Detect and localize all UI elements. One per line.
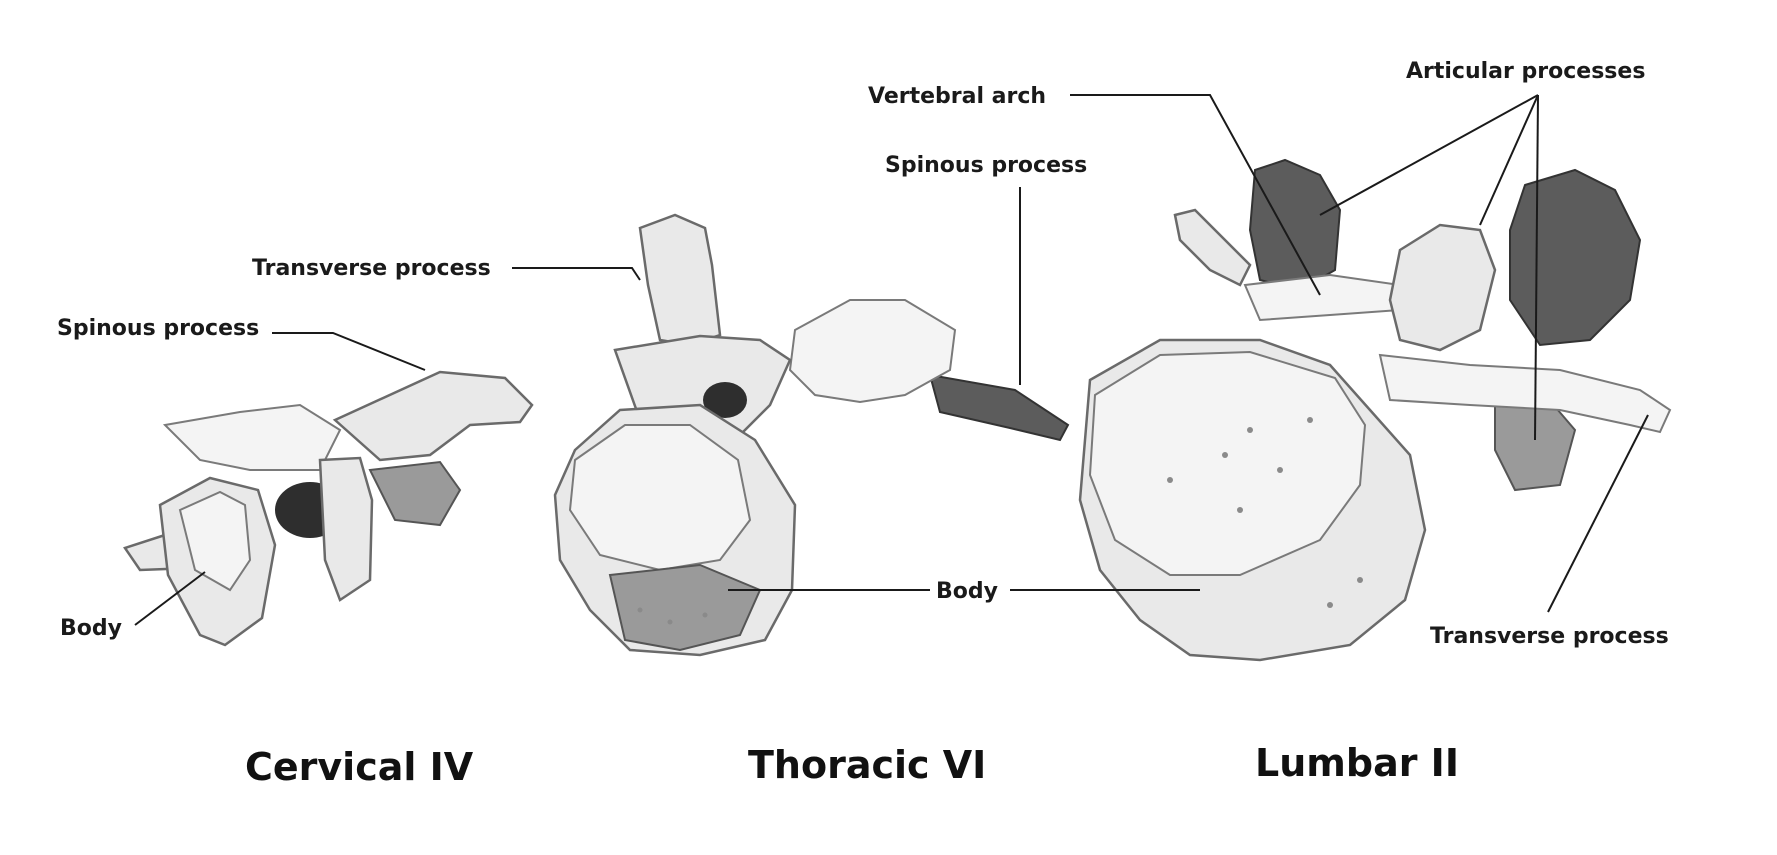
label-lumbar-articular-processes: Articular processes xyxy=(1406,59,1645,84)
thoracic-vertebra xyxy=(553,213,1070,657)
label-thoracic-spinous-process: Spinous process xyxy=(885,153,1087,178)
label-cervical-transverse-process: Transverse process xyxy=(252,256,491,281)
leader-cervical-transverse xyxy=(512,267,641,281)
labels: Transverse process Spinous process Body … xyxy=(57,59,1669,649)
leader-lumbar-transverse xyxy=(1547,414,1649,613)
lumbar-vertebra xyxy=(1078,158,1672,662)
title-cervical: Cervical IV xyxy=(245,745,474,789)
label-lumbar-transverse-process: Transverse process xyxy=(1430,624,1669,649)
leader-cervical-spinous xyxy=(272,332,426,371)
leader-lumbar-articular-3 xyxy=(1534,94,1539,441)
cervical-vertebra xyxy=(123,370,534,647)
label-cervical-body: Body xyxy=(60,616,122,641)
label-lumbar-vertebral-arch: Vertebral arch xyxy=(868,84,1046,109)
leader-cervical-body xyxy=(134,571,206,626)
label-cervical-spinous-process: Spinous process xyxy=(57,316,259,341)
title-thoracic: Thoracic VI xyxy=(748,743,986,787)
leader-lumbar-arch xyxy=(1070,94,1321,296)
label-thoracic-body: Body xyxy=(936,579,998,604)
leader-lumbar-articular-1 xyxy=(1319,94,1539,216)
title-lumbar: Lumbar II xyxy=(1255,741,1459,785)
leader-lines xyxy=(134,94,1649,626)
titles: Cervical IV Thoracic VI Lumbar II xyxy=(245,741,1459,789)
leader-lumbar-articular-2 xyxy=(1479,94,1539,226)
